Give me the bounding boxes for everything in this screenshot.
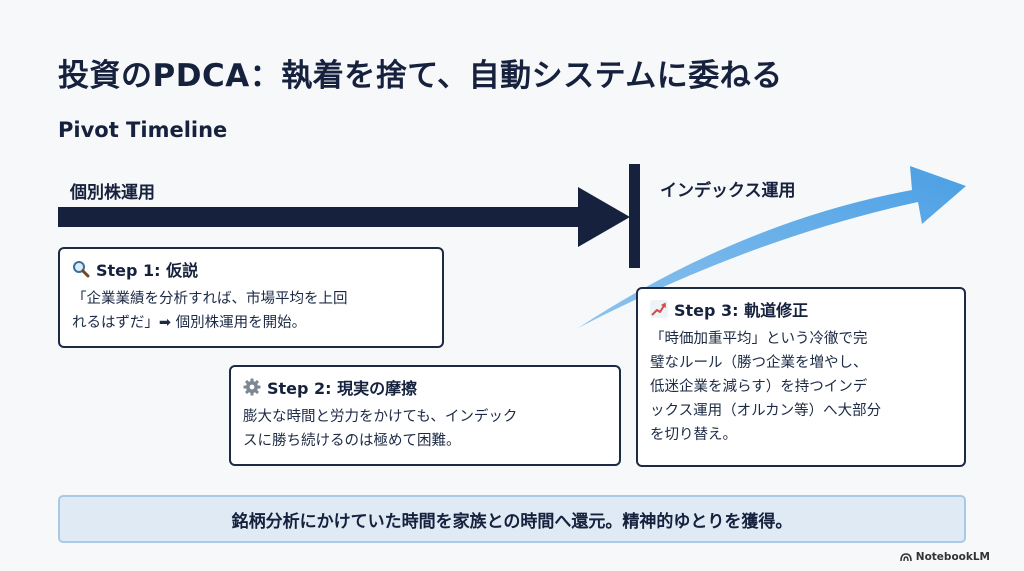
step-3-body: 「時価加重平均」という冷徹で完 璧なルール（勝つ企業を増やし、 低迷企業を減らす…: [650, 327, 952, 447]
step-1-body: 「企業業績を分析すれば、市場平均を上回 れるはずだ」➡ 個別株運用を開始。: [72, 287, 430, 335]
notebooklm-logo-icon: [899, 553, 912, 562]
step-1-line: れるはずだ」➡ 個別株運用を開始。: [72, 315, 307, 331]
step-3-line: を切り替え。: [650, 427, 737, 443]
step-3-line: 「時価加重平均」という冷徹で完: [650, 331, 868, 347]
brand-watermark: NotebookLM: [899, 551, 990, 563]
step-1-heading: Step 1: 仮説: [72, 257, 430, 281]
step-2-title: Step 2: 現実の摩擦: [267, 379, 418, 398]
step-3-line: 璧なルール（勝つ企業を増やし、: [650, 355, 868, 371]
step-3-card: Step 3: 軌道修正 「時価加重平均」という冷徹で完 璧なルール（勝つ企業を…: [636, 287, 966, 467]
individual-stock-arrow: [58, 187, 630, 247]
timeline-label-individual-stocks: 個別株運用: [70, 183, 155, 203]
step-1-line: 「企業業績を分析すれば、市場平均を上回: [72, 291, 348, 307]
step-2-heading: Step 2: 現実の摩擦: [243, 375, 607, 399]
step-3-heading: Step 3: 軌道修正: [650, 297, 952, 321]
step-2-line: 膨大な時間と労力をかけても、インデック: [243, 409, 518, 425]
step-2-line: スに勝ち続けるのは極めて困難。: [243, 433, 461, 449]
section-subtitle: Pivot Timeline: [58, 118, 228, 142]
timeline-label-index-funds: インデックス運用: [660, 181, 796, 201]
step-2-card: Step 2: 現実の摩擦 膨大な時間と労力をかけても、インデック スに勝ち続け…: [229, 365, 621, 466]
gear-icon: [243, 378, 261, 396]
step-1-title: Step 1: 仮説: [96, 261, 199, 280]
pivot-divider-line: [629, 164, 640, 268]
magnifier-icon: [73, 261, 90, 278]
summary-banner: 銘柄分析にかけていた時間を家族との時間へ還元。精神的ゆとりを獲得。: [58, 495, 966, 543]
brand-name: NotebookLM: [915, 551, 990, 563]
index-fund-arrow: [578, 166, 966, 328]
page-title: 投資のPDCA：執着を捨て、自動システムに委ねる: [58, 58, 783, 94]
trend-up-icon: [650, 300, 668, 318]
step-3-title: Step 3: 軌道修正: [674, 301, 809, 320]
step-3-line: 低迷企業を減らす）を持つインデ: [650, 379, 868, 395]
step-3-line: ックス運用（オルカン等）へ大部分: [650, 403, 882, 419]
step-1-card: Step 1: 仮説 「企業業績を分析すれば、市場平均を上回 れるはずだ」➡ 個…: [58, 247, 444, 348]
step-2-body: 膨大な時間と労力をかけても、インデック スに勝ち続けるのは極めて困難。: [243, 405, 607, 453]
